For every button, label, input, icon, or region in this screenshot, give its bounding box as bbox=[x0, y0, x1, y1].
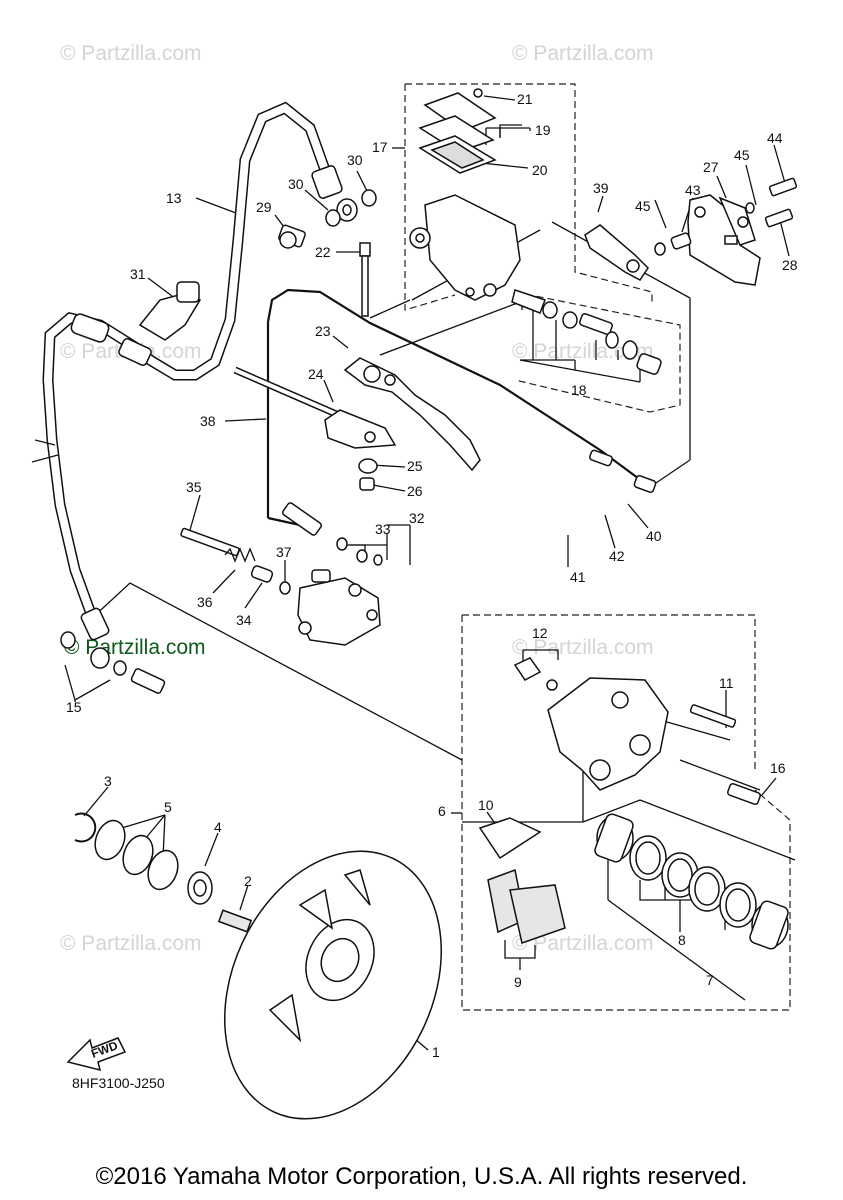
master-cylinder-piston-kit bbox=[511, 289, 662, 375]
master-cylinder-group-outline bbox=[405, 83, 653, 302]
callout-36: 36 bbox=[197, 594, 213, 610]
watermark: © Partzilla.com bbox=[512, 932, 654, 955]
callout-22: 22 bbox=[315, 244, 331, 260]
callout-9: 9 bbox=[514, 974, 522, 990]
caliper-group-outline bbox=[461, 615, 791, 1011]
callout-28: 28 bbox=[782, 257, 798, 273]
callout-7: 7 bbox=[706, 972, 714, 988]
callout-labels: 1 2 3 4 5 6 7 8 9 10 11 12 13 15 16 17 1… bbox=[66, 91, 798, 1060]
callout-30: 30 bbox=[288, 176, 304, 192]
rear-caliper bbox=[513, 657, 761, 806]
callout-6: 6 bbox=[438, 803, 446, 819]
callout-8: 8 bbox=[678, 932, 686, 948]
callout-23: 23 bbox=[315, 323, 331, 339]
brake-hose bbox=[31, 101, 343, 641]
callout-13: 13 bbox=[166, 190, 182, 206]
callout-5: 5 bbox=[164, 799, 172, 815]
callout-27: 27 bbox=[703, 159, 719, 175]
callout-1: 1 bbox=[432, 1044, 440, 1060]
callout-25: 25 bbox=[407, 458, 423, 474]
callout-38: 38 bbox=[200, 413, 216, 429]
callout-20: 20 bbox=[532, 162, 548, 178]
watermark-layer: © Partzilla.com © Partzilla.com © Partzi… bbox=[60, 42, 654, 955]
watermark-highlighted: © Partzilla.com bbox=[64, 636, 206, 659]
brake-disc bbox=[224, 850, 442, 1120]
callout-39: 39 bbox=[593, 180, 609, 196]
callout-32: 32 bbox=[409, 510, 425, 526]
callout-37: 37 bbox=[276, 544, 292, 560]
callout-34: 34 bbox=[236, 612, 252, 628]
lever-pivot-bolt bbox=[359, 242, 371, 317]
callout-40: 40 bbox=[646, 528, 662, 544]
hand-brake-lever bbox=[343, 357, 481, 472]
assembly-group-outlines bbox=[404, 83, 791, 1011]
callout-19: 19 bbox=[535, 122, 551, 138]
callout-15: 15 bbox=[66, 699, 82, 715]
caliper-small-parts bbox=[180, 527, 383, 595]
callout-17: 17 bbox=[372, 139, 388, 155]
watermark: © Partzilla.com bbox=[60, 42, 202, 65]
callout-16: 16 bbox=[770, 760, 786, 776]
callout-31: 31 bbox=[130, 266, 146, 282]
forward-arrow-icon: FWD bbox=[66, 1037, 127, 1072]
callout-33: 33 bbox=[375, 521, 391, 537]
callout-35: 35 bbox=[186, 479, 202, 495]
callout-21: 21 bbox=[517, 91, 533, 107]
master-cylinder bbox=[409, 88, 521, 301]
callout-45: 45 bbox=[635, 198, 651, 214]
callout-29: 29 bbox=[256, 199, 272, 215]
watermark: © Partzilla.com bbox=[512, 42, 654, 65]
callout-44: 44 bbox=[767, 130, 783, 146]
callout-26: 26 bbox=[407, 483, 423, 499]
callout-11: 11 bbox=[719, 675, 734, 691]
brake-pedal-lever bbox=[584, 224, 649, 281]
hose-clamp bbox=[138, 281, 201, 341]
callout-45: 45 bbox=[734, 147, 750, 163]
watermark: © Partzilla.com bbox=[60, 932, 202, 955]
master-cylinder-group-outline-left bbox=[404, 84, 456, 311]
caliper-group-outline-top bbox=[462, 614, 756, 770]
callout-42: 42 bbox=[609, 548, 625, 564]
callout-4: 4 bbox=[214, 819, 222, 835]
lever-bracket bbox=[687, 194, 761, 286]
cable-adjuster bbox=[282, 502, 322, 536]
small-hardware-right bbox=[654, 177, 798, 256]
caliper-piston-kit bbox=[594, 813, 789, 950]
watermark: © Partzilla.com bbox=[512, 636, 654, 659]
callout-41: 41 bbox=[570, 569, 586, 585]
piston-kit-group-outline bbox=[514, 291, 681, 413]
brake-pads bbox=[478, 817, 566, 944]
diagram-code: 8HF3100-J250 bbox=[72, 1075, 165, 1091]
parking-caliper bbox=[297, 569, 381, 646]
callout-10: 10 bbox=[478, 797, 494, 813]
callout-24: 24 bbox=[308, 366, 324, 382]
handlebar-lever-assembly bbox=[233, 366, 397, 449]
hose-bolt-lower bbox=[60, 631, 166, 694]
callout-43: 43 bbox=[685, 182, 701, 198]
leader-lines bbox=[64, 95, 796, 1051]
nuts-25-26 bbox=[358, 458, 378, 491]
callout-18: 18 bbox=[571, 382, 587, 398]
hose-fittings-top bbox=[278, 189, 377, 249]
brake-cable bbox=[266, 288, 657, 527]
axle-small-parts bbox=[74, 812, 253, 933]
callout-3: 3 bbox=[104, 773, 112, 789]
copyright-notice: ©2016 Yamaha Motor Corporation, U.S.A. A… bbox=[95, 1163, 748, 1190]
callout-12: 12 bbox=[532, 625, 548, 641]
callout-2: 2 bbox=[244, 873, 252, 889]
callout-30: 30 bbox=[347, 152, 363, 168]
